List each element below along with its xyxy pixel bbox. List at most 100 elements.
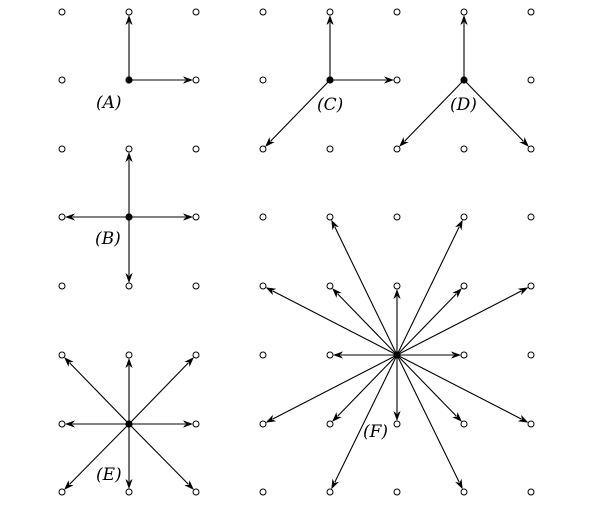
arrow-panel-f [396, 354, 462, 422]
lattice-point [527, 213, 535, 221]
arrow-head [331, 219, 339, 231]
lattice-point [125, 488, 133, 496]
lattice-point [460, 145, 468, 153]
lattice-point [192, 488, 200, 496]
arrow-shaft [337, 293, 398, 356]
arrow-head [384, 76, 394, 84]
panel-label-e: (E) [96, 465, 122, 485]
arrow-head [64, 357, 74, 367]
lattice-point [125, 8, 133, 16]
center-point-d [460, 76, 468, 84]
lattice-point [393, 213, 401, 221]
arrow-shaft [396, 293, 457, 356]
center-points-layer [125, 76, 468, 428]
lattice-point [326, 488, 334, 496]
arrow-panel-f [393, 355, 401, 421]
arrow-panel-e [128, 423, 194, 490]
arrow-head [184, 480, 194, 490]
lattice-point [58, 282, 66, 290]
lattice-point [259, 282, 267, 290]
arrow-panel-e [125, 424, 133, 489]
arrow-shaft [404, 79, 465, 142]
arrow-head [125, 479, 133, 489]
lattice-point [125, 282, 133, 290]
arrow-shaft [396, 290, 522, 356]
arrow-shaft [334, 354, 398, 483]
lattice-point [259, 351, 267, 359]
lattice-point [125, 145, 133, 153]
arrow-head [265, 287, 277, 296]
lattice-point [58, 488, 66, 496]
lattice-point [460, 488, 468, 496]
arrow-shaft [396, 354, 457, 417]
arrow-head [455, 219, 463, 231]
arrow-head [265, 137, 275, 147]
lattice-point [527, 488, 535, 496]
panel-label-c: (C) [317, 95, 343, 115]
lattice-point [192, 213, 200, 221]
center-point-c [326, 76, 334, 84]
lattice-point [326, 351, 334, 359]
arrow-head [332, 412, 342, 422]
arrow-panel-f [396, 219, 463, 356]
arrow-head [517, 414, 529, 423]
arrow-panel-f [396, 288, 462, 356]
arrow-panel-c [330, 76, 394, 84]
arrow-panel-f [396, 354, 463, 490]
arrows-layer [64, 15, 529, 490]
arrow-head [519, 137, 529, 147]
arrow-shaft [334, 226, 398, 356]
lattice-point [192, 8, 200, 16]
arrow-panel-f [265, 354, 398, 423]
lattice-point [393, 282, 401, 290]
arrow-shaft [337, 354, 398, 417]
lattice-point [192, 420, 200, 428]
lattice-point [460, 420, 468, 428]
arrow-panel-b [125, 217, 133, 283]
arrow-panel-b [65, 213, 129, 221]
arrow-panel-e [64, 357, 130, 425]
center-point-a [125, 76, 133, 84]
lattice-point [58, 213, 66, 221]
panel-label-d: (D) [450, 95, 477, 115]
arrow-panel-d [463, 79, 529, 147]
arrow-panel-f [393, 289, 401, 355]
arrow-head [452, 412, 462, 422]
lattice-point [58, 351, 66, 359]
arrow-head [65, 420, 75, 428]
lattice-point [527, 8, 535, 16]
arrow-panel-f [265, 287, 398, 356]
arrow-panel-c [265, 79, 331, 147]
arrow-head [326, 15, 334, 25]
arrow-panel-f [331, 354, 398, 490]
lattice-point [393, 420, 401, 428]
arrow-head [183, 213, 193, 221]
arrow-panel-e [129, 420, 193, 428]
arrow-head [65, 213, 75, 221]
arrow-shaft [272, 354, 398, 420]
arrow-panel-f [396, 354, 529, 423]
lattice-point [192, 145, 200, 153]
arrow-shaft [270, 79, 331, 142]
arrow-shaft [396, 354, 460, 483]
arrow-panel-a [129, 76, 193, 84]
arrow-panel-f [397, 351, 461, 359]
lattice-point [527, 145, 535, 153]
arrow-shaft [396, 354, 522, 420]
lattice-point [58, 420, 66, 428]
arrow-panel-c [326, 15, 334, 80]
lattice-point [527, 282, 535, 290]
lattice-points-layer [58, 8, 535, 496]
lattice-point [527, 420, 535, 428]
arrow-head [332, 288, 342, 298]
center-point-e [125, 420, 133, 428]
arrow-panel-d [399, 79, 465, 147]
lattice-point [192, 282, 200, 290]
arrow-panel-e [125, 358, 133, 424]
lattice-point [326, 8, 334, 16]
arrow-panel-f [331, 219, 398, 356]
lattice-point [58, 8, 66, 16]
lattice-point [393, 145, 401, 153]
center-point-f [393, 351, 401, 359]
arrow-panel-e [64, 423, 130, 490]
